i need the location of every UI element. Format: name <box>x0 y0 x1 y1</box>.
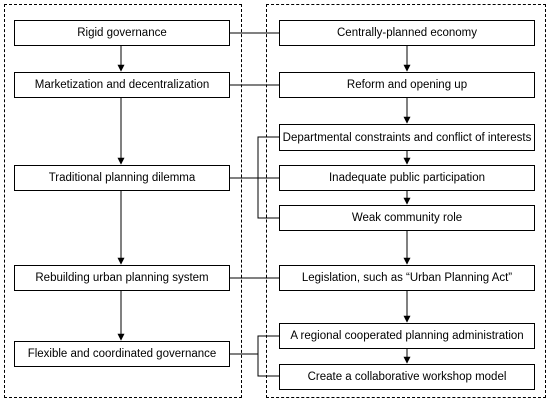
box-departmental-constraints: Departmental constraints and conflict of… <box>279 124 535 151</box>
left-panel <box>4 4 242 398</box>
box-weak-community: Weak community role <box>279 205 535 231</box>
box-flexible-governance: Flexible and coordinated governance <box>14 341 230 367</box>
box-reform-opening: Reform and opening up <box>279 72 535 98</box>
box-rebuilding-system: Rebuilding urban planning system <box>14 265 230 291</box>
box-marketization: Marketization and decentralization <box>14 72 230 98</box>
box-public-participation: Inadequate public participation <box>279 165 535 191</box>
box-rigid-governance: Rigid governance <box>14 20 230 46</box>
box-legislation: Legislation, such as “Urban Planning Act… <box>279 265 535 291</box>
right-panel <box>266 4 546 398</box>
box-traditional-dilemma: Traditional planning dilemma <box>14 165 230 191</box>
box-regional-administration: A regional cooperated planning administr… <box>279 323 535 349</box>
link-flexible-workshop <box>257 354 279 377</box>
bracket-dilemma-group <box>257 136 279 219</box>
box-centrally-planned: Centrally-planned economy <box>279 20 535 46</box>
link-flexible-regional-workshop <box>230 335 279 355</box>
box-collaborative-workshop: Create a collaborative workshop model <box>279 364 535 390</box>
